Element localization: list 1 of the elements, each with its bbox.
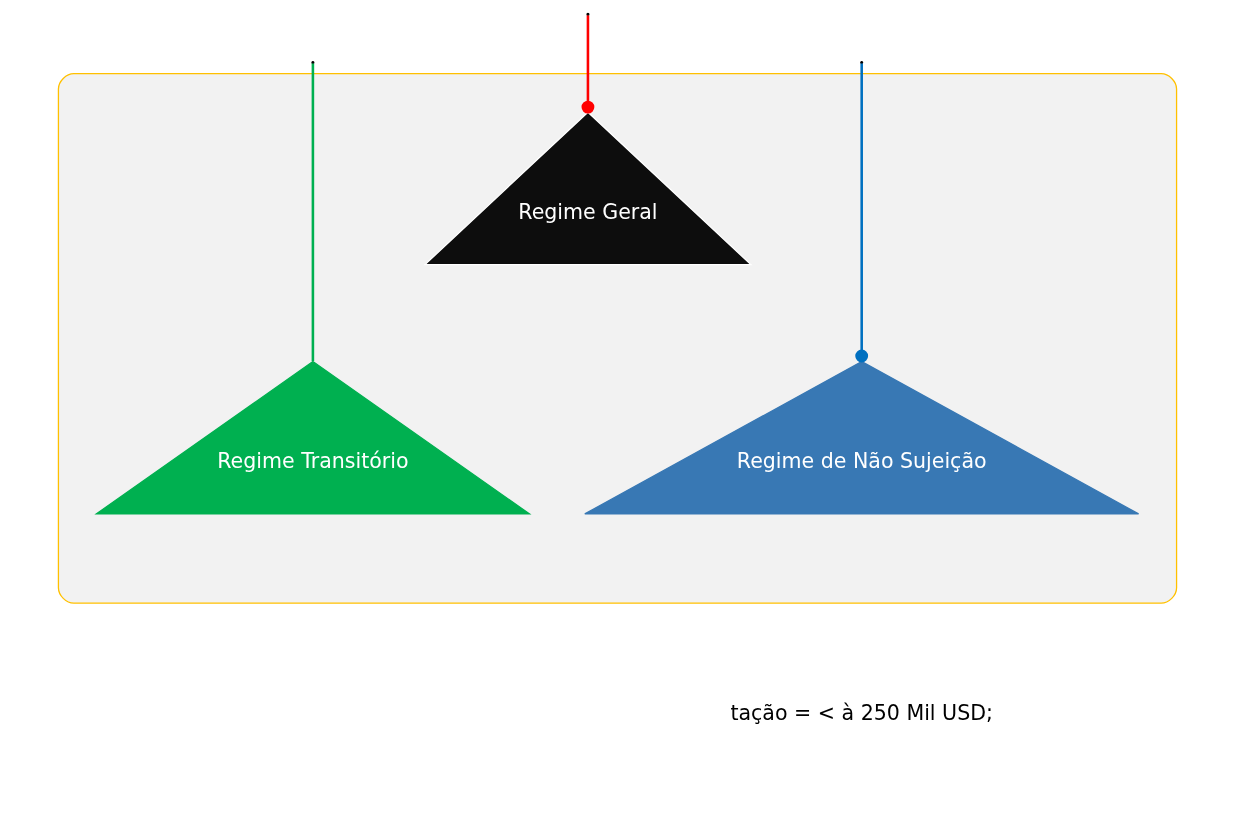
label: tação = < à 250 Mil USD; xyxy=(730,700,993,725)
